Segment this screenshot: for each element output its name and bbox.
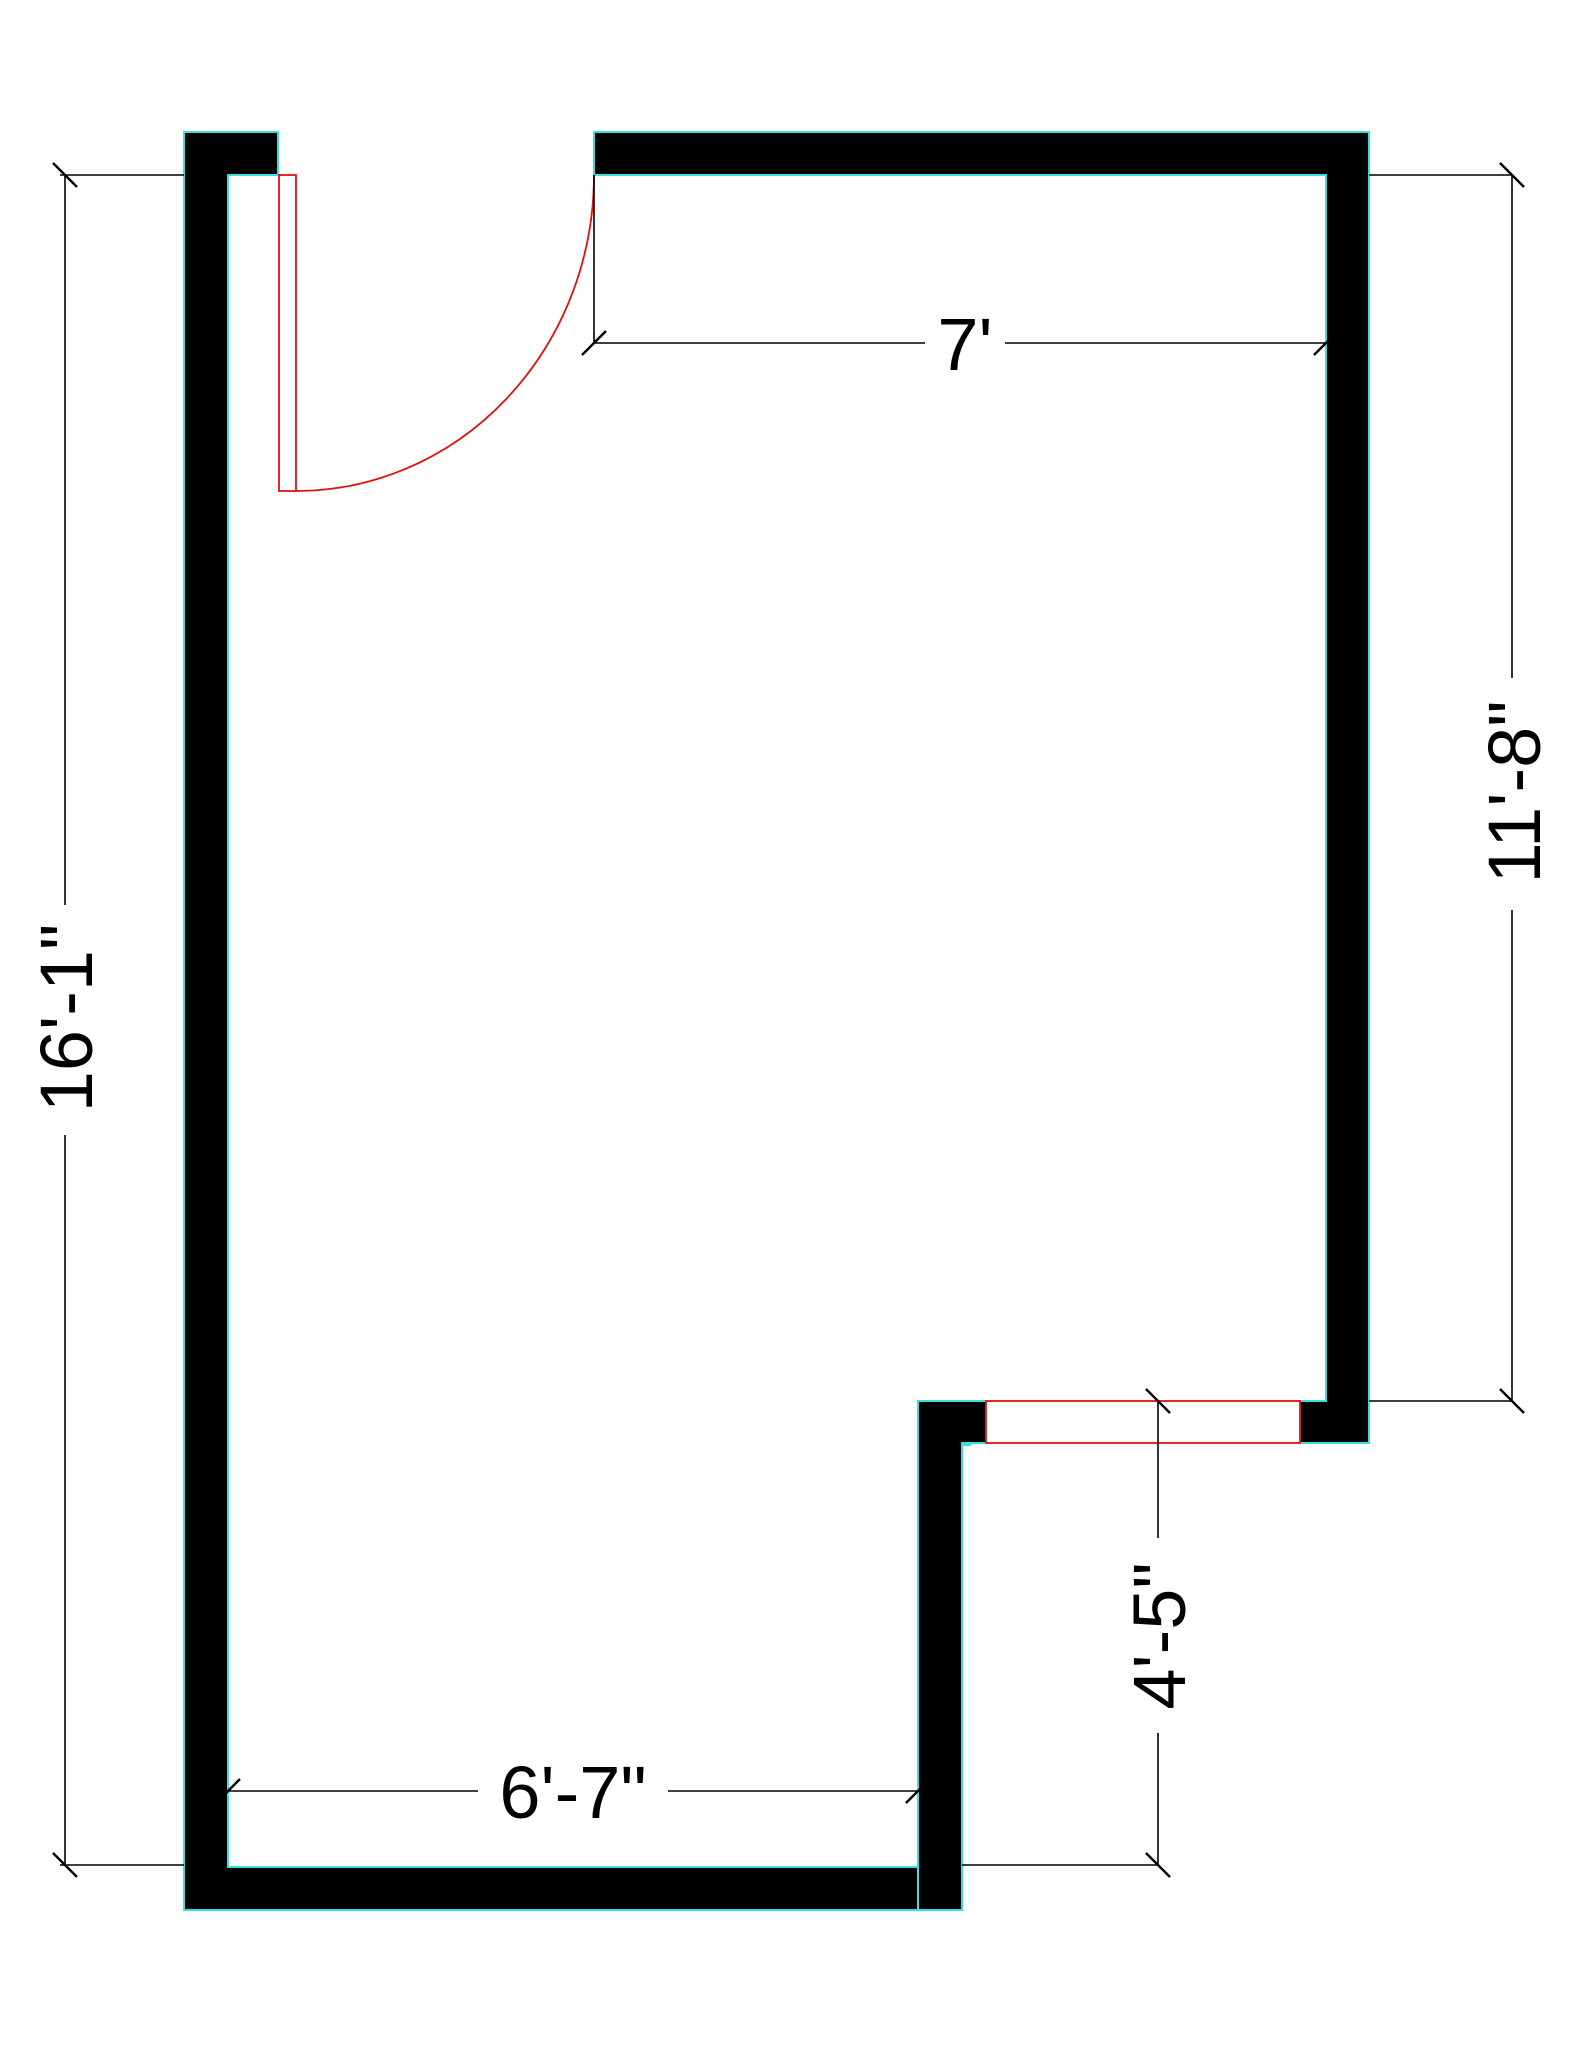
door-swing-arc — [295, 174, 595, 492]
exterior-wall — [183, 131, 971, 1911]
door — [278, 174, 595, 492]
notch-depth-label: 4'-5" — [1118, 1562, 1201, 1709]
dimension-right-height: 11'-8" — [1369, 162, 1556, 1414]
dimension-bottom-width: 6'-7" — [215, 1751, 931, 1834]
dimension-left-height: 16'-1" — [25, 162, 184, 1878]
bottom-width-label: 6'-7" — [499, 1751, 646, 1834]
notch-wall — [917, 1400, 987, 1911]
right-height-label: 11'-8" — [1473, 700, 1556, 883]
door-leaf — [278, 174, 297, 492]
left-height-label: 16'-1" — [25, 924, 108, 1113]
window-frame — [985, 1400, 1301, 1444]
window — [985, 1400, 1301, 1444]
dimension-notch-depth: 4'-5" — [962, 1388, 1201, 1878]
top-width-label: 7' — [937, 303, 992, 386]
dimension-top-width: 7' — [581, 175, 1339, 386]
